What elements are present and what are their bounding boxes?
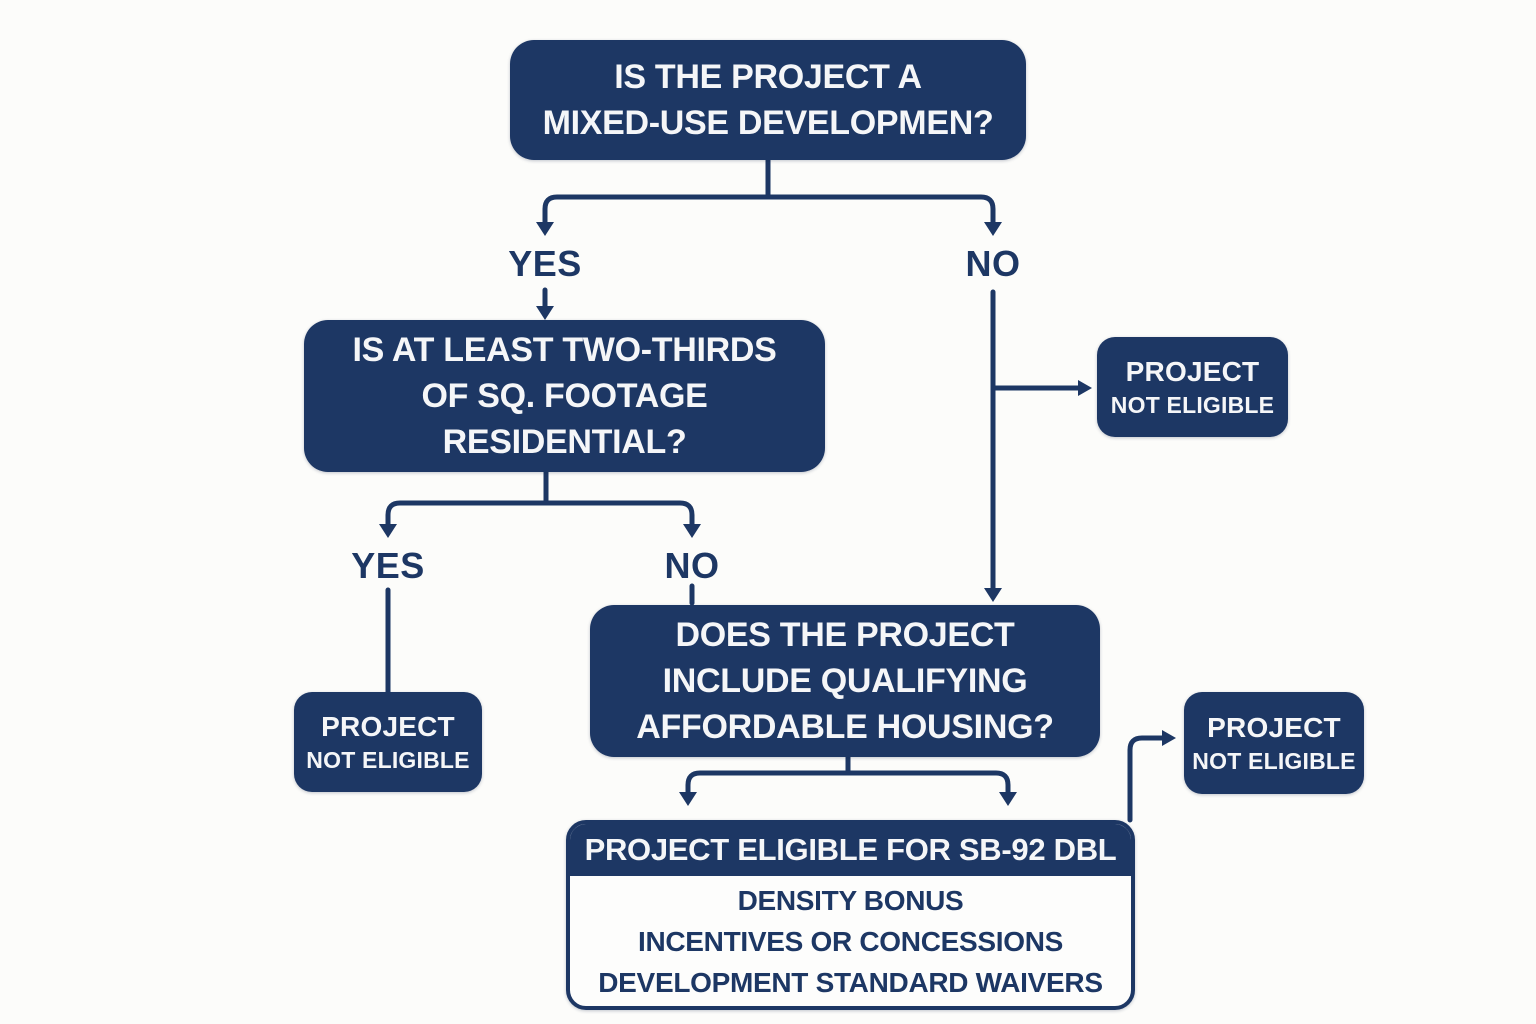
not-eligible-line: NOT ELIGIBLE: [1110, 392, 1275, 418]
not-eligible-line: PROJECT: [1125, 356, 1260, 387]
node-project-eligible: PROJECT ELIGIBLE FOR SB-92 DBL DENSITY B…: [566, 820, 1135, 1010]
branch-label-q2-no: NO: [664, 545, 720, 586]
benefit-item: DEVELOPMENT STANDARD WAIVERS: [598, 966, 1103, 998]
question-line: IS AT LEAST TWO-THIRDS: [352, 331, 777, 369]
arrowhead-q1-no: [984, 222, 1002, 236]
node-question-affordable-housing: DOES THE PROJECT INCLUDE QUALIFYING AFFO…: [590, 605, 1100, 757]
benefit-item: INCENTIVES OR CONCESSIONS: [637, 925, 1063, 957]
question-line: INCLUDE QUALIFYING: [662, 662, 1028, 700]
question-line: AFFORDABLE HOUSING?: [636, 708, 1054, 746]
node-not-eligible-top-right: PROJECT NOT ELIGIBLE: [1097, 337, 1288, 437]
arrowhead-q2-yes: [379, 524, 397, 538]
arrowhead-no1-q3: [984, 588, 1002, 602]
connector-q3-split: [685, 770, 1011, 795]
eligible-benefits-list: DENSITY BONUS INCENTIVES OR CONCESSIONS …: [570, 876, 1131, 1006]
eligible-header: PROJECT ELIGIBLE FOR SB-92 DBL: [570, 824, 1131, 876]
arrowhead-q1-yes: [536, 222, 554, 236]
arrowhead-q3-left: [679, 792, 697, 806]
connector-q2-split: [385, 500, 695, 527]
node-question-mixed-use: IS THE PROJECT A MIXED-USE DEVELOPMEN?: [510, 40, 1026, 160]
branch-label-q1-yes: YES: [508, 243, 582, 284]
arrowhead-no1-noteligible: [1078, 380, 1092, 396]
connector-q1-split: [542, 194, 996, 225]
question-line: DOES THE PROJECT: [675, 616, 1015, 654]
question-line: RESIDENTIAL?: [442, 423, 687, 461]
not-eligible-line: NOT ELIGIBLE: [306, 747, 470, 773]
not-eligible-line: PROJECT: [321, 711, 455, 742]
arrowhead-yes1-q2: [536, 306, 554, 320]
node-question-two-thirds-residential: IS AT LEAST TWO-THIRDS OF SQ. FOOTAGE RE…: [304, 320, 825, 472]
question-line: IS THE PROJECT A: [614, 58, 922, 96]
arrowhead-elbow-noteligible: [1162, 730, 1176, 746]
connector-elbow-noteligible: [1127, 735, 1165, 823]
question-line: MIXED-USE DEVELOPMEN?: [542, 104, 994, 142]
not-eligible-line: NOT ELIGIBLE: [1192, 748, 1356, 774]
question-line: OF SQ. FOOTAGE: [421, 377, 708, 415]
not-eligible-line: PROJECT: [1207, 712, 1341, 743]
node-not-eligible-left: PROJECT NOT ELIGIBLE: [294, 692, 482, 792]
arrowhead-q3-right: [999, 792, 1017, 806]
node-not-eligible-bottom-right: PROJECT NOT ELIGIBLE: [1184, 692, 1364, 794]
arrowhead-q2-no: [683, 524, 701, 538]
benefit-item: DENSITY BONUS: [737, 884, 964, 916]
branch-label-q1-no: NO: [965, 243, 1021, 284]
branch-label-q2-yes: YES: [351, 545, 425, 586]
